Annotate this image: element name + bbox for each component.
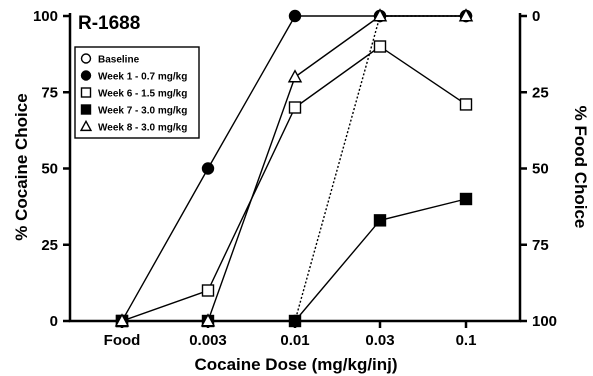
- left-tick-label: 0: [50, 313, 58, 330]
- legend-label: Week 1 - 0.7 mg/kg: [98, 72, 187, 83]
- legend-box: [74, 46, 200, 139]
- y-axis-title-right: % Food Choice: [571, 106, 590, 229]
- legend-marker: [80, 104, 92, 115]
- legend-marker: [80, 87, 92, 98]
- legend-marker: [80, 70, 92, 81]
- data-point: [288, 101, 302, 114]
- legend-marker: [80, 53, 92, 64]
- data-point: [459, 192, 473, 206]
- left-tick-label: 25: [41, 237, 58, 254]
- x-axis-title: Cocaine Dose (mg/kg/inj): [194, 355, 397, 374]
- series-layer: [114, 8, 474, 328]
- data-point: [288, 314, 302, 328]
- y-axis-title-left: % Cocaine Choice: [12, 93, 31, 240]
- data-point: [372, 8, 388, 22]
- x-tick-label: 0.01: [280, 332, 309, 349]
- left-ticks: 0 25 50 75 100: [33, 8, 70, 330]
- right-tick-label: 100: [532, 313, 557, 330]
- data-point: [287, 69, 303, 83]
- right-tick-label: 50: [532, 161, 549, 178]
- legend-label: Baseline: [98, 55, 140, 66]
- legend-label: Week 7 - 3.0 mg/kg: [98, 106, 187, 117]
- x-tick-label: 0.03: [365, 332, 394, 349]
- left-tick-label: 50: [41, 161, 58, 178]
- x-tick-label: 0.1: [456, 332, 477, 349]
- data-point: [201, 162, 215, 175]
- chart-title: R-1688: [78, 13, 140, 34]
- right-ticks: 100 75 50 25 0: [520, 8, 557, 330]
- right-tick-label: 0: [532, 8, 540, 25]
- left-tick-label: 75: [41, 84, 58, 101]
- series-4-markers: [115, 192, 473, 328]
- left-tick-label: 100: [33, 8, 58, 25]
- legend-marker: [79, 119, 93, 132]
- data-point: [200, 313, 216, 327]
- series-5-markers: [114, 8, 474, 327]
- legend-label: Week 8 - 3.0 mg/kg: [98, 123, 187, 134]
- data-point: [459, 98, 473, 111]
- data-point: [288, 9, 302, 23]
- legend-label: Week 6 - 1.5 mg/kg: [98, 89, 187, 100]
- right-tick-label: 25: [532, 84, 549, 101]
- data-point: [373, 214, 387, 227]
- data-point: [114, 313, 130, 327]
- x-tick-label: Food: [104, 332, 141, 349]
- data-point: [458, 8, 474, 22]
- x-tick-label: 0.003: [189, 332, 227, 349]
- right-tick-label: 75: [532, 237, 549, 254]
- data-point: [373, 40, 387, 53]
- data-point: [201, 284, 215, 297]
